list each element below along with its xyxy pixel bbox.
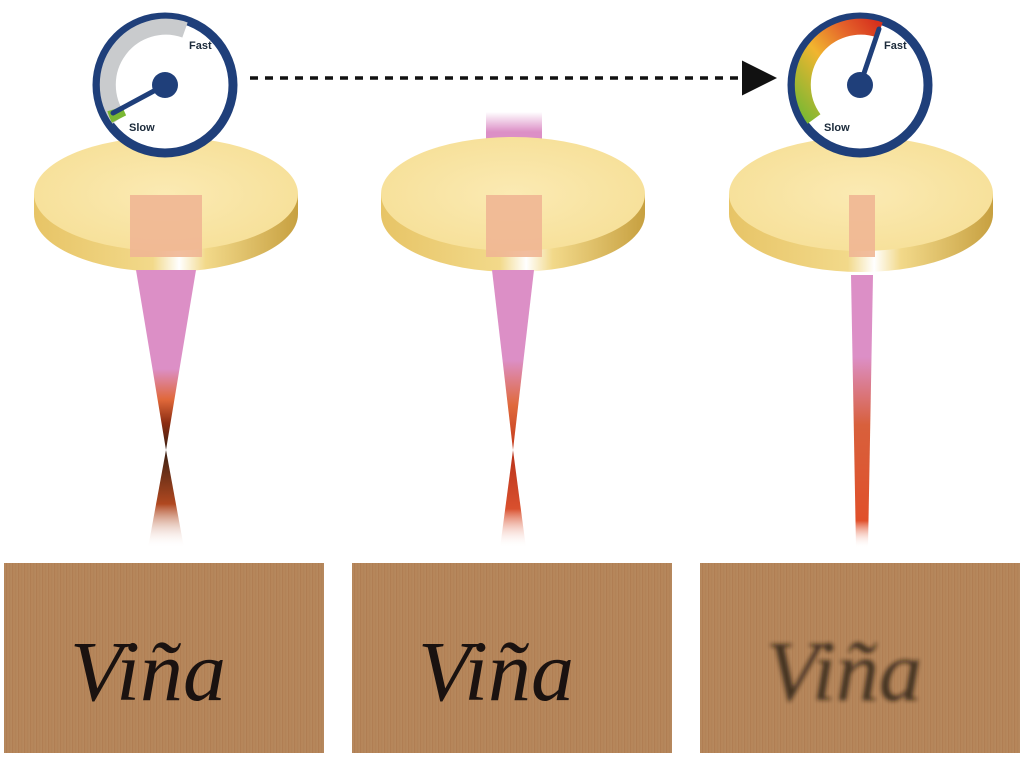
column-2 [381, 112, 645, 548]
lens-2 [381, 137, 645, 272]
slow-label-right: Slow [824, 122, 850, 134]
beam-cone-3 [851, 275, 873, 548]
lens-3 [729, 137, 993, 272]
column-3 [729, 137, 993, 548]
beam-diverge-1 [148, 450, 184, 548]
slow-label-left: Slow [129, 122, 155, 134]
lens-1 [34, 137, 298, 272]
wood-sample-1: Viña [4, 563, 324, 753]
wood-sample-2: Viña [352, 563, 672, 753]
column-1 [34, 137, 298, 548]
beam-diverge-2 [500, 450, 526, 548]
speedometer-icon: Fast Slow [92, 12, 238, 158]
engraving-text-1: Viña [70, 623, 226, 719]
fast-label-left: Fast [189, 40, 212, 52]
engraving-text-3: Viña [766, 623, 922, 719]
beam-cone-2 [492, 270, 534, 450]
speedometer-icon: Fast Slow [787, 12, 933, 158]
engraving-text-2: Viña [418, 623, 574, 719]
beam-cone-1 [136, 270, 196, 450]
fast-label-right: Fast [884, 40, 907, 52]
wood-sample-3: Viña [700, 563, 1020, 753]
